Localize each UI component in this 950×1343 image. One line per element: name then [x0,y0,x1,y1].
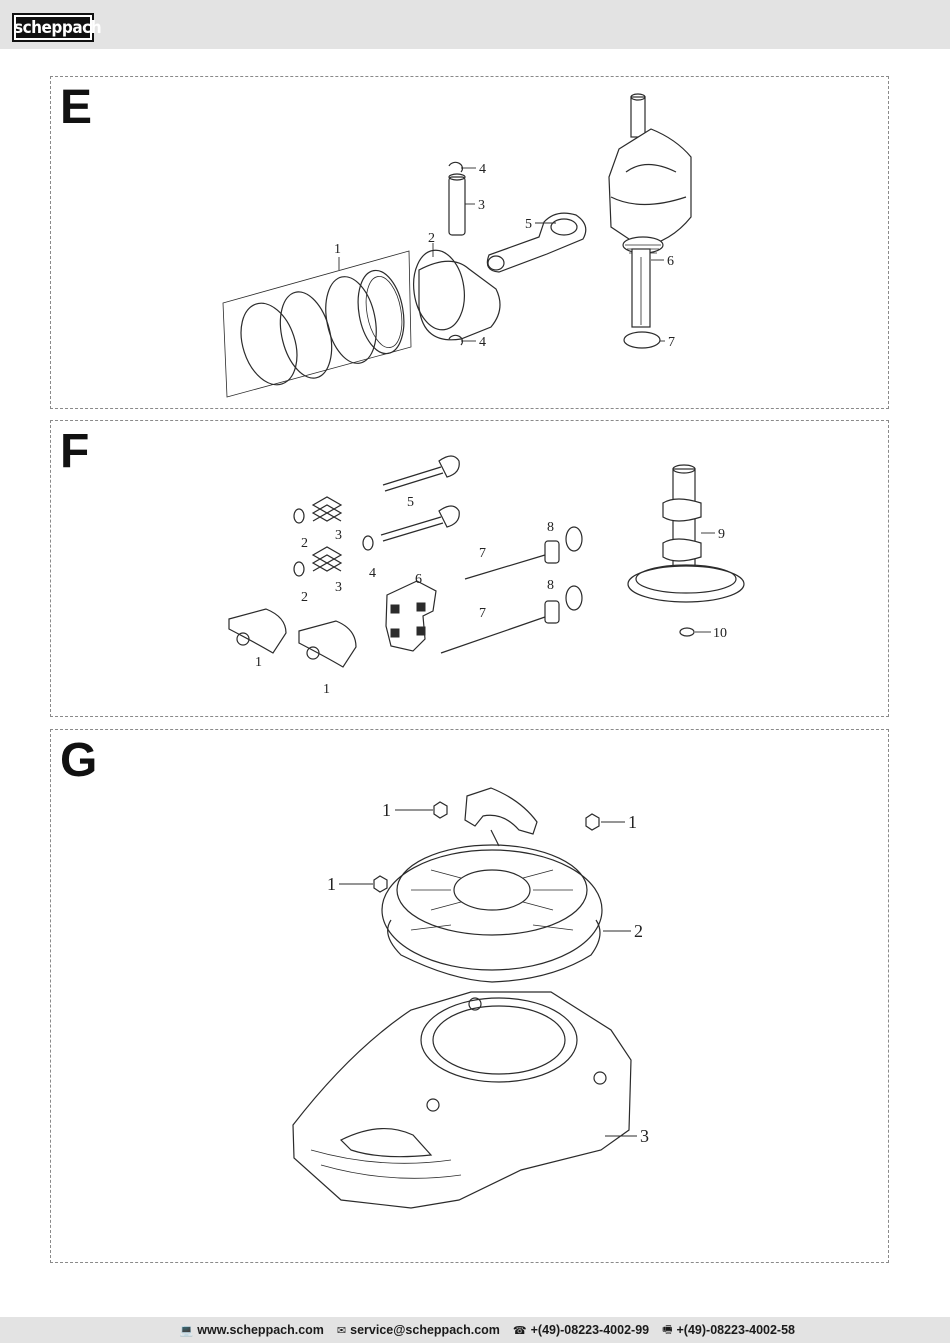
valve-seal [362,535,374,551]
phone-text: +(49)-08223-4002-99 [530,1323,650,1337]
callout-e-6: 6 [667,254,674,269]
footer-fax: 🖷 +(49)-08223-4002-58 [662,1321,795,1340]
diagram-e: 1 2 3 4 4 5 6 7 [222,93,692,398]
push-rod-2 [440,616,546,654]
callout-f-5: 5 [407,495,414,510]
callout-f-8b: 8 [547,578,554,593]
fax-icon: 🖷 [662,1323,673,1336]
panel-f: F [50,420,889,717]
valve-intake [380,516,444,542]
diagram-g: 1 1 1 2 3 [292,787,649,1209]
spring-retainer-lower [293,561,305,577]
valve-spring-lower [311,546,343,572]
footer-email[interactable]: ✉ service@scheppach.com [337,1323,500,1337]
email-text: service@scheppach.com [350,1323,500,1337]
callout-g-1c: 1 [327,874,336,894]
callout-f-1b: 1 [323,682,330,697]
callout-f-4: 4 [369,566,376,581]
circlip-top [448,161,464,173]
connecting-rod [486,212,587,273]
callout-e-3: 3 [478,198,485,213]
valve-exhaust [382,466,444,492]
piston-ring-4-inner [365,276,403,348]
callout-f-8a: 8 [547,520,554,535]
nut-3 [373,875,388,893]
tappet-2-head [565,585,583,611]
panel-e-letter: E [60,81,93,134]
guide-plate [385,580,437,652]
computer-icon: 💻 [179,1324,194,1337]
callout-f-2a: 2 [301,536,308,551]
cam-gear [627,565,745,603]
piston-ring-4 [357,269,405,355]
callout-g-2: 2 [634,921,643,941]
callout-f-1a: 1 [255,655,262,670]
panel-g-letter: G [60,734,98,787]
panel-g: G 1 1 1 2 3 [50,729,889,1263]
page-footer: 💻 www.scheppach.com ✉ service@scheppach.… [0,1317,950,1343]
tappet-1-head [565,526,583,552]
phone-icon: ☎ [512,1324,527,1337]
panel-e: E 1 2 3 [50,76,889,409]
nut-2 [585,813,600,831]
piston-rings-frame [222,250,412,398]
callout-e-7: 7 [668,335,675,350]
website-text: www.scheppach.com [197,1323,324,1337]
callout-g-1b: 1 [628,812,637,832]
callout-f-7a: 7 [479,546,486,561]
piston-ring-1 [240,302,298,386]
piston [418,260,501,341]
circlip-bottom [448,334,464,346]
diagram-f: 1 1 2 2 3 3 4 5 6 7 7 8 8 9 10 [228,455,745,697]
callout-e-4b: 4 [479,335,486,350]
page-header: scheppach [0,0,950,49]
push-rod-1 [464,554,546,580]
cam-washer [679,627,695,637]
footer-phone[interactable]: ☎ +(49)-08223-4002-99 [513,1323,649,1337]
callout-e-4a: 4 [479,162,486,177]
tappet-1 [544,540,560,564]
callout-e-5: 5 [525,217,532,232]
callout-f-6: 6 [415,572,422,587]
tappet-2 [544,600,560,624]
callout-e-2: 2 [428,231,435,246]
callout-f-3a: 3 [335,528,342,543]
callout-f-9: 9 [718,527,725,542]
crankshaft-oring [623,331,661,349]
crankshaft-web [608,128,692,248]
valve-spring-upper [311,496,343,522]
callout-g-3: 3 [640,1126,649,1146]
callout-f-2b: 2 [301,590,308,605]
crankshaft-top-shaft [630,96,646,138]
piston-ring-3 [325,276,377,364]
fax-text: +(49)-08223-4002-58 [676,1323,796,1337]
spring-retainer-upper [293,508,305,524]
callout-f-7b: 7 [479,606,486,621]
rocker-arm-2 [298,620,357,668]
footer-website[interactable]: 💻 www.scheppach.com [180,1323,324,1337]
rocker-arm-1 [228,608,287,654]
recoil-handle [464,787,538,835]
callout-f-10: 10 [713,626,727,641]
callout-g-1a: 1 [382,800,391,820]
nut-1 [433,801,448,819]
panel-f-letter: F [60,425,90,478]
mail-icon: ✉ [336,1324,347,1337]
callout-f-3b: 3 [335,580,342,595]
callout-e-1: 1 [334,242,341,257]
piston-ring-2 [279,291,333,379]
piston-pin [448,176,466,236]
brand-logo: scheppach [12,13,102,42]
